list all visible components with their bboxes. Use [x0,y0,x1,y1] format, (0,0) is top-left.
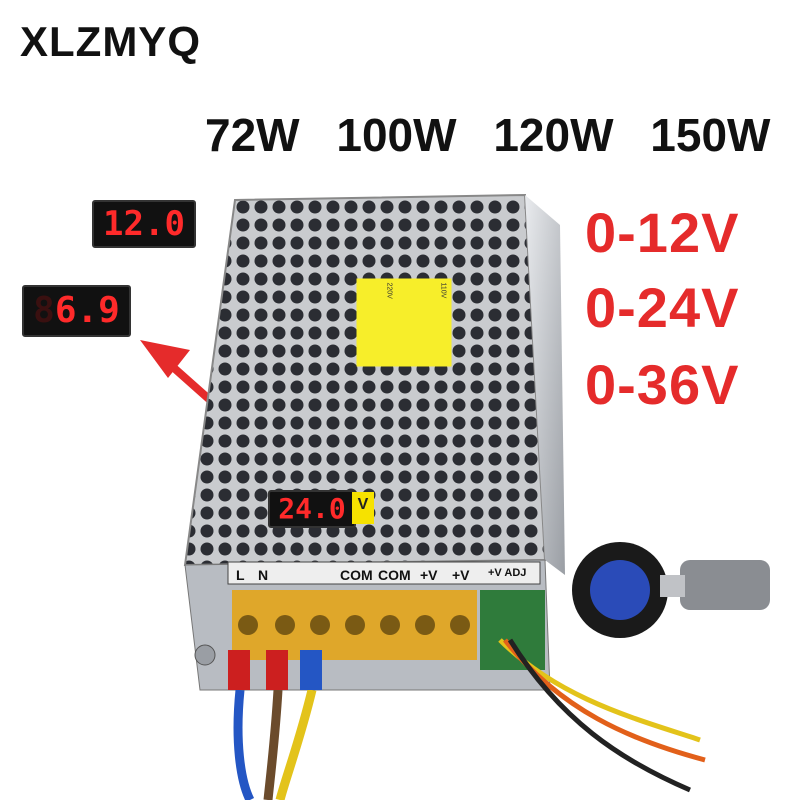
red-lug-2 [266,650,288,690]
red-lug-1 [228,650,250,690]
chassis-side [525,195,565,575]
wattage-72: 72W [205,109,300,161]
wattage-options: 72W 100W 120W 150W [205,108,794,162]
potentiometer-cap [590,560,650,620]
terminal-com-1: COM [340,567,373,583]
sticker-110v: 110V [439,282,447,299]
terminal-label-strip [227,561,541,585]
led-display-24v: 24.0 [268,490,356,528]
terminal-n: N [258,567,269,583]
blue-lug [300,650,322,690]
arrow-head [140,340,190,378]
sticker-220v: 220V [385,282,393,299]
led-ghost-digit: 8 [33,290,55,331]
voltage-range-12: 0-12V [585,201,740,264]
terminal-l: L [236,567,245,583]
voltage-range-24: 0-24V [585,276,740,339]
wattage-150: 150W [650,109,771,161]
blue-wire [233,689,255,800]
led-display-value: 6.9 [54,290,120,331]
led-display-6v: 86.9 [22,285,131,337]
terminal-v-1: +V [420,567,438,583]
brand-logo: XLZMYQ [20,18,201,65]
brown-wire [263,689,283,800]
wattage-120: 120W [493,109,614,161]
yellow-wire [275,688,317,800]
pcb-board [480,590,545,670]
terminal-com-2: COM [378,567,411,583]
wattage-100: 100W [336,109,457,161]
terminal-v-2: +V [452,567,470,583]
terminal-v-adj: +V ADJ [488,567,527,579]
voltage-range-36: 0-36V [585,353,740,416]
potentiometer-knob [680,560,770,610]
voltage-switch-sticker: 110V 220V [356,278,452,367]
voltage-unit-label: V [352,492,374,524]
led-display-12v: 12.0 [92,200,196,248]
